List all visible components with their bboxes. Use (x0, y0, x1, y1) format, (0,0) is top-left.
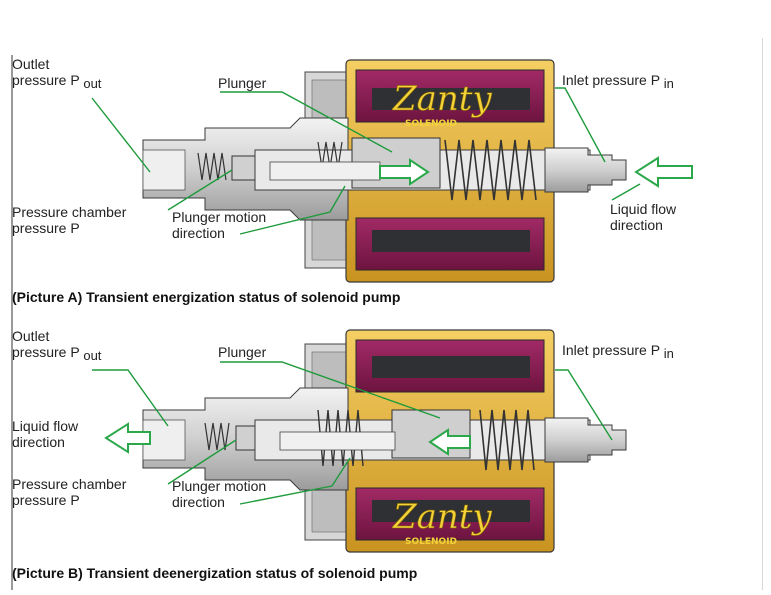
left-border (11, 55, 13, 590)
motion-label-a-line1: Plunger motion (172, 209, 267, 225)
brand-sub-b: SOLENOID (405, 537, 457, 547)
coil-bottom-core-a (372, 230, 530, 252)
inlet-label-b: Inlet pressure P in (562, 342, 674, 362)
check-spring-a (197, 152, 227, 181)
chamber-label-b: Pressure chamber pressure P (12, 476, 126, 508)
plunger-label-a: Plunger (218, 75, 267, 91)
coil-top-core-a (372, 88, 530, 110)
inlet-label-a: Inlet pressure P in (562, 72, 674, 92)
motion-label-b-line1: Plunger motion (172, 478, 267, 494)
leaders-b (92, 361, 613, 505)
leader-outlet-b (92, 369, 169, 427)
plunger-rod-b (279, 431, 396, 451)
flow-label-b: Liquid flow direction (12, 418, 78, 450)
coil-bottom-core-b (372, 500, 530, 522)
flow-label-b-line2: direction (12, 434, 65, 450)
motion-label-b-line2: direction (172, 494, 225, 510)
chamber-label-b-line1: Pressure chamber (12, 476, 127, 492)
leader-inlet-b (555, 369, 613, 441)
brand-logo-a: Zanty (392, 79, 492, 119)
outlet-label-a-line2: pressure P (12, 72, 80, 88)
motion-label-b: Plunger motion direction (172, 478, 266, 510)
pump-a: Zanty SOLENOID (91, 59, 693, 283)
leader-plunger-b (220, 361, 441, 419)
brand-sub-a: SOLENOID (405, 119, 457, 129)
flow-label-a-line2: direction (610, 217, 663, 233)
outlet-label-b: Outlet pressure P out (12, 328, 101, 364)
flow-label-a-line1: Liquid flow (610, 201, 677, 217)
leader-plunger-a (220, 91, 393, 153)
right-border (762, 38, 763, 590)
motion-label-a: Plunger motion direction (172, 209, 266, 241)
plunger-b (391, 409, 471, 459)
leader-inlet-a (555, 87, 606, 163)
chamber-label-a-line1: Pressure chamber (12, 204, 127, 220)
leader-chamber-b (167, 439, 237, 485)
leader-outlet-a (91, 97, 151, 173)
plunger-motion-arrow-b (428, 428, 471, 456)
caption-a: (Picture A) Transient energization statu… (12, 289, 401, 305)
inlet-label-a-text: Inlet pressure P (562, 72, 660, 88)
chamber-label-a-line2: pressure P (12, 220, 80, 236)
inlet-label-b-sub: in (663, 346, 674, 361)
flow-label-a: Liquid flow direction (610, 201, 676, 233)
inlet-fitting-a (544, 147, 627, 193)
inlet-label-b-text: Inlet pressure P (562, 342, 660, 358)
main-spring-b (479, 409, 535, 471)
outlet-label-b-line2: pressure P (12, 344, 80, 360)
coil-top-core-b (372, 356, 530, 378)
check-spring-b (204, 422, 230, 451)
outlet-label-a-line1: Outlet (12, 56, 50, 72)
brand-logo-b: Zanty (392, 497, 492, 537)
inlet-fitting-b (544, 417, 627, 463)
motion-label-a-line2: direction (172, 225, 225, 241)
leader-motion-a (239, 185, 346, 235)
flow-label-b-line1: Liquid flow (12, 418, 79, 434)
plunger-rod-a (269, 161, 381, 181)
plunger-label-b: Plunger (218, 344, 267, 360)
outlet-label-b-line1: Outlet (12, 328, 50, 344)
leader-flow-a (611, 183, 641, 201)
inlet-label-a-sub: in (663, 76, 674, 91)
outlet-label-b-sub: out (83, 348, 102, 363)
main-spring-a (444, 139, 537, 201)
caption-b: (Picture B) Transient deenergization sta… (12, 565, 418, 581)
liquid-flow-arrow-b (104, 422, 151, 454)
outlet-label-a: Outlet pressure P out (12, 56, 101, 92)
leader-motion-b (239, 457, 351, 505)
leaders-a (91, 87, 641, 235)
pump-b: Zanty SOLENOID (92, 329, 627, 553)
plunger-motion-arrow-a (379, 158, 430, 186)
outlet-label-a-sub: out (83, 76, 102, 91)
liquid-flow-arrow-a (634, 156, 693, 188)
chamber-label-a: Pressure chamber pressure P (12, 204, 126, 236)
outlet-port-a (142, 149, 186, 191)
chamber-label-b-line2: pressure P (12, 492, 80, 508)
leader-chamber-a (167, 169, 233, 211)
